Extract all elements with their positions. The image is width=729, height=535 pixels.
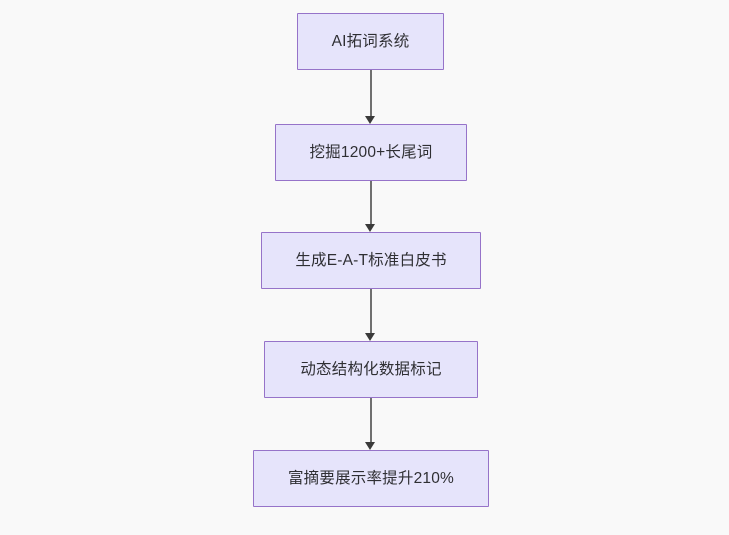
arrow-down-icon xyxy=(365,333,375,341)
arrow-down-icon xyxy=(365,116,375,124)
flow-node-ai-keyword-system[interactable]: AI拓词系统 xyxy=(297,13,444,70)
flow-node-label: 生成E-A-T标准白皮书 xyxy=(295,251,447,269)
arrow-down-icon xyxy=(365,224,375,232)
flow-node-structured-data-markup[interactable]: 动态结构化数据标记 xyxy=(264,341,478,398)
flow-node-label: 挖掘1200+长尾词 xyxy=(309,143,433,161)
flow-node-rich-snippet-result[interactable]: 富摘要展示率提升210% xyxy=(253,450,489,507)
flow-node-label: AI拓词系统 xyxy=(331,32,410,50)
flow-node-longtail-keywords[interactable]: 挖掘1200+长尾词 xyxy=(275,124,467,181)
flow-node-label: 动态结构化数据标记 xyxy=(300,360,442,378)
edge-n4-n5 xyxy=(370,398,372,442)
edge-n3-n4 xyxy=(370,289,372,333)
arrow-down-icon xyxy=(365,442,375,450)
edge-n1-n2 xyxy=(370,70,372,116)
flow-node-label: 富摘要展示率提升210% xyxy=(287,469,455,487)
flow-node-eat-whitepaper[interactable]: 生成E-A-T标准白皮书 xyxy=(261,232,481,289)
edge-n2-n3 xyxy=(370,181,372,224)
